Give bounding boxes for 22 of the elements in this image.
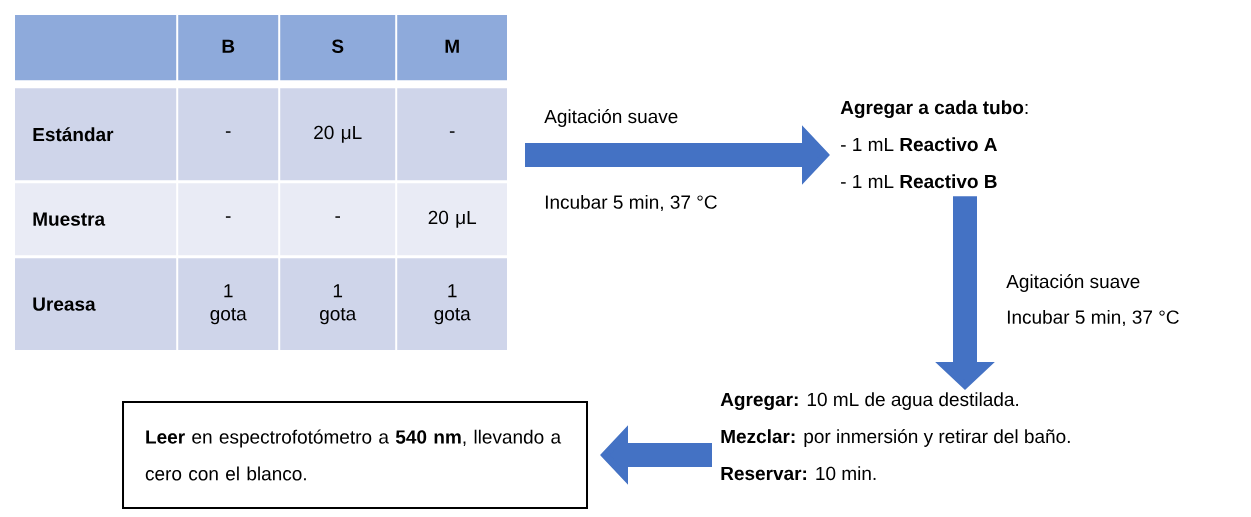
step-text: Agregar a cada tubo: - 1 mL Reactivo A - 1 mL Reactivo B <box>840 100 1028 189</box>
table-cell: 20 μL <box>397 183 508 256</box>
table-cell: 20 μL <box>280 88 396 181</box>
table-cell: S <box>280 12 396 81</box>
step-note: Incubar 5 min, 37 °C <box>545 194 717 212</box>
table-cell: - <box>397 88 508 181</box>
table-cell: B <box>178 12 279 81</box>
table-cell: Ureasa <box>12 258 177 351</box>
step-note: Incubar 5 min, 37 °C <box>1007 309 1179 327</box>
result-box: Leer en espectrofotómetro a 540 nm, llevando a cero con el blanco. <box>122 401 588 509</box>
table-cell: Estándar <box>12 88 177 181</box>
table-cell: 1 gota <box>178 258 279 351</box>
table-cell: Muestra <box>12 183 177 256</box>
table-cell: 1 gota <box>280 258 396 351</box>
step-text: Agregar: 10 mL de agua destilada. Mezclar: por inmersión y retirar del baño. Reservar: 10 min. <box>720 392 1070 481</box>
table-cell: 1 gota <box>397 258 508 351</box>
table-cell: - <box>178 183 279 256</box>
table-cell: - <box>178 88 279 181</box>
table-cell: M <box>397 12 508 81</box>
edge-label: Agitación suave <box>1006 274 1140 292</box>
table-cell: - <box>280 183 396 256</box>
edge-label: Agitación suave <box>544 109 678 127</box>
